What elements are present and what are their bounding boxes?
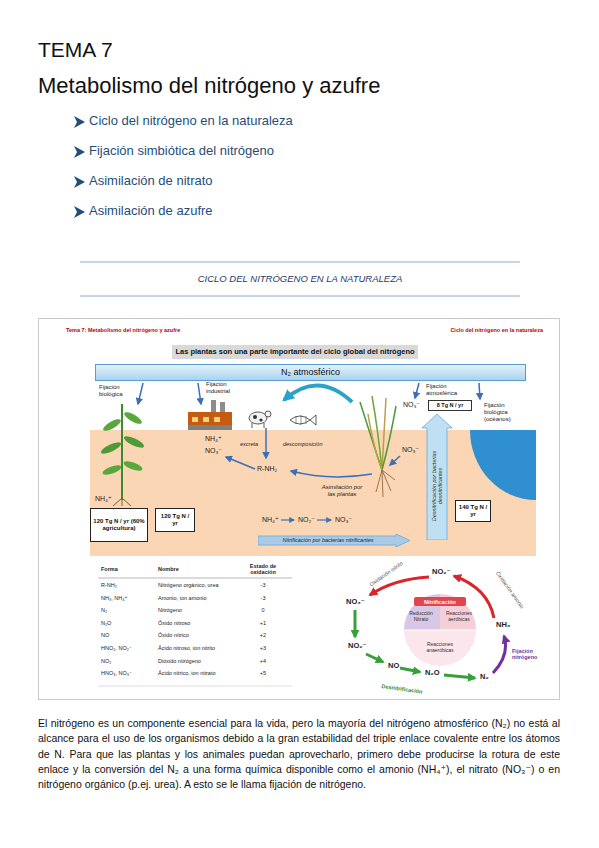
node-text: N₂ atmosférico: [279, 367, 342, 377]
cycle-label: Reacciones anaeróbicas: [419, 642, 461, 654]
node-text: Desnitrificación por bacterias desnitrif…: [431, 434, 444, 538]
table-rule: [98, 578, 292, 579]
diagram-label: NO₂⁻: [298, 516, 315, 524]
cycle-label: Fijación nitrógeno: [512, 648, 546, 661]
cycle-core: [404, 594, 476, 666]
section-heading: CICLO DEL NITRÓGENO EN LA NATURALEZA: [198, 274, 403, 285]
soil: [90, 430, 536, 556]
slide-panel: Las plantas son una parte importante del…: [38, 318, 560, 700]
table-cell: Ácido nitroso, ion nitrito: [158, 645, 215, 651]
diagram-label: Asimilación por las plantas: [318, 484, 366, 498]
node-text: 120 Tg N / yr (60% agricultura): [91, 518, 147, 532]
table-cell: N₂O: [101, 620, 111, 626]
cycle-label: NO₂⁻: [348, 642, 367, 651]
bullet-item: Fijación simbiótica del nitrógeno: [89, 144, 274, 159]
table-cell: +5: [245, 670, 281, 676]
diagram-label: NO₃⁻: [335, 516, 352, 524]
diagram-label: NH₄⁺: [205, 435, 222, 443]
table-cell: +4: [245, 658, 281, 664]
cycle-arrows: [355, 576, 506, 678]
factory: [188, 400, 232, 430]
table-rule: [98, 686, 292, 687]
bullet-item: Asimilación de nitrato: [89, 174, 213, 189]
diagram-label: NH₄⁺: [262, 516, 279, 524]
flux-box: 140 Tg N / yr: [455, 500, 491, 522]
slide-header: Tema 7: Metabolismo del nitrógeno y azuf…: [66, 327, 180, 333]
node-text: Nitrificación por bacterias nitrificante…: [280, 537, 387, 543]
cycle-label: NO₃⁻: [346, 598, 365, 607]
atmosphere-band: N₂ atmosférico: [95, 364, 526, 381]
cycle-label: NH₃: [496, 621, 510, 630]
animals: [249, 411, 316, 428]
bullet-marks: [74, 116, 85, 218]
table-cell: Óxido nítrico: [158, 632, 189, 638]
table-cell: Forma: [101, 566, 118, 572]
arrow-outline: [258, 534, 410, 547]
diagram-label: Fijación atmosférica: [426, 383, 476, 397]
diagram-label: Fijación biológica: [99, 384, 139, 398]
flux-box: 120 Tg N / yr (60% agricultura): [90, 508, 148, 542]
cycle-label: NO₂⁻: [432, 568, 451, 577]
diagram-label: Fijación biológica (océanos): [484, 402, 530, 423]
ocean: [470, 430, 536, 500]
plant-right: [360, 396, 396, 497]
page-subtitle: Metabolismo del nitrógeno y azufre: [38, 73, 380, 98]
bullet-item: Ciclo del nitrógeno en la naturaleza: [89, 114, 293, 129]
table-cell: Nitrógeno: [158, 607, 182, 613]
table-cell: +2: [245, 632, 281, 638]
table-cell: Amonio, ion amonio: [158, 595, 207, 601]
body-paragraph: El nitrógeno es un componente esencial p…: [38, 716, 560, 792]
table-cell: Óxido nitroso: [158, 620, 190, 626]
diagram-label: NO₃⁻: [402, 446, 419, 454]
table-cell: -3: [245, 582, 281, 588]
table-cell: Ácido nítrico, ion nitrato: [158, 670, 215, 676]
diagram-label: NH₄⁺: [95, 495, 112, 503]
table-cell: HNO₂, NO₂⁻: [101, 645, 132, 651]
arrow-outline: [422, 414, 452, 540]
table-cell: -3: [245, 595, 281, 601]
node-text: 8 Tg N / yr: [435, 402, 466, 408]
node-text: 140 Tg N / yr: [456, 504, 490, 518]
table-cell: +3: [245, 645, 281, 651]
diagram-label: descomposición: [283, 441, 322, 447]
diagram-label: R-NH₂: [257, 465, 277, 473]
cycle-label: Reacciones aeróbicas: [444, 611, 474, 623]
cycle-label: N₂O: [425, 669, 440, 678]
diagram-label: excreta: [240, 441, 258, 447]
slide-section: Ciclo del nitrógeno en la naturaleza: [450, 327, 543, 333]
node-text: Las plantas son una parte importante del…: [173, 348, 416, 357]
rule: [80, 296, 520, 297]
table-cell: Nombre: [158, 566, 179, 572]
cycle-label: NO: [388, 662, 399, 671]
table-cell: R-NH₂: [101, 582, 117, 588]
table-cell: NH₃, NH₄⁺: [101, 595, 127, 601]
node-text: 120 Tg N / yr: [156, 513, 194, 527]
table-cell: Dióxido nitrógeno: [158, 658, 201, 664]
table-cell: +1: [245, 620, 281, 626]
table-cell: N₂: [101, 607, 107, 613]
cycle-label: N₂: [480, 673, 489, 682]
table-cell: Nitrógeno orgánico, urea: [158, 582, 219, 588]
table-cell: NO: [101, 632, 109, 638]
table-cell: Estado de oxidación: [245, 563, 281, 576]
title-box: Las plantas son una parte importante del…: [172, 345, 418, 359]
flux-box: 8 Tg N / yr: [428, 400, 472, 411]
table-cell: HNO₃, NO₃⁻: [101, 670, 132, 676]
slide-ground: [38, 318, 560, 700]
diagram-label: NO₃⁻: [403, 401, 420, 409]
table-cell: NO₂: [101, 658, 111, 664]
cycle-label: Nitrificación: [424, 598, 456, 604]
plant-left: [100, 404, 146, 506]
bullet-item: Asimilación de azufre: [89, 204, 213, 219]
diagram-label: Fijación industrial: [206, 381, 246, 395]
flux-box: 120 Tg N / yr: [155, 508, 195, 532]
cycle-label: Reducción Nitrato: [406, 611, 436, 623]
page-title: TEMA 7: [38, 38, 113, 62]
table-cell: 0: [245, 607, 281, 613]
diagram-label: NO₃⁻: [205, 447, 222, 455]
nitrification-arrow: Nitrificación por bacterias nitrificante…: [258, 534, 410, 547]
denitrification-arrow: Desnitrificación por bacterias desnitrif…: [422, 414, 452, 540]
rule: [80, 262, 520, 263]
